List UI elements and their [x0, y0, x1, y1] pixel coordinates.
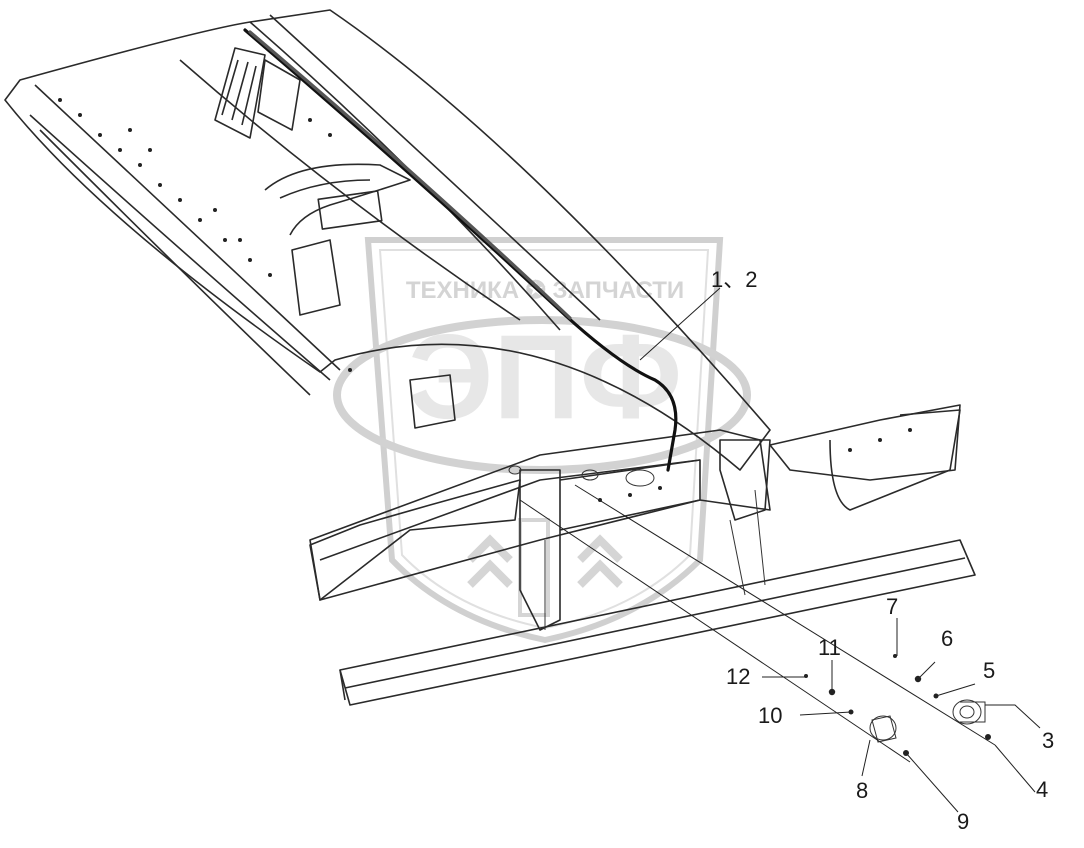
callout-9: 9 — [957, 809, 969, 834]
watermark-text: ТЕХНИКА ✪ ЗАПЧАСТИ — [406, 277, 684, 304]
callout-1-2: 1、2 — [711, 267, 757, 292]
callout-10: 10 — [758, 703, 782, 728]
callout-12: 12 — [726, 664, 750, 689]
callout-labels: 1、2 3 4 5 6 7 8 9 10 11 12 — [711, 267, 1054, 834]
callout-6: 6 — [941, 626, 953, 651]
chassis-frame — [4, 9, 976, 706]
callout-3: 3 — [1042, 728, 1054, 753]
callout-5: 5 — [983, 658, 995, 683]
callout-4: 4 — [1036, 777, 1048, 802]
callout-11: 11 — [818, 635, 841, 660]
callout-7: 7 — [886, 594, 898, 619]
lamp-assembly-front — [804, 674, 909, 756]
callout-8: 8 — [856, 778, 868, 803]
lamp-assembly-rear — [893, 654, 991, 740]
assembly-axis-lines — [519, 484, 1036, 813]
watermark-logo: ЭПФ — [408, 310, 682, 444]
callout-leaders — [639, 287, 1041, 777]
